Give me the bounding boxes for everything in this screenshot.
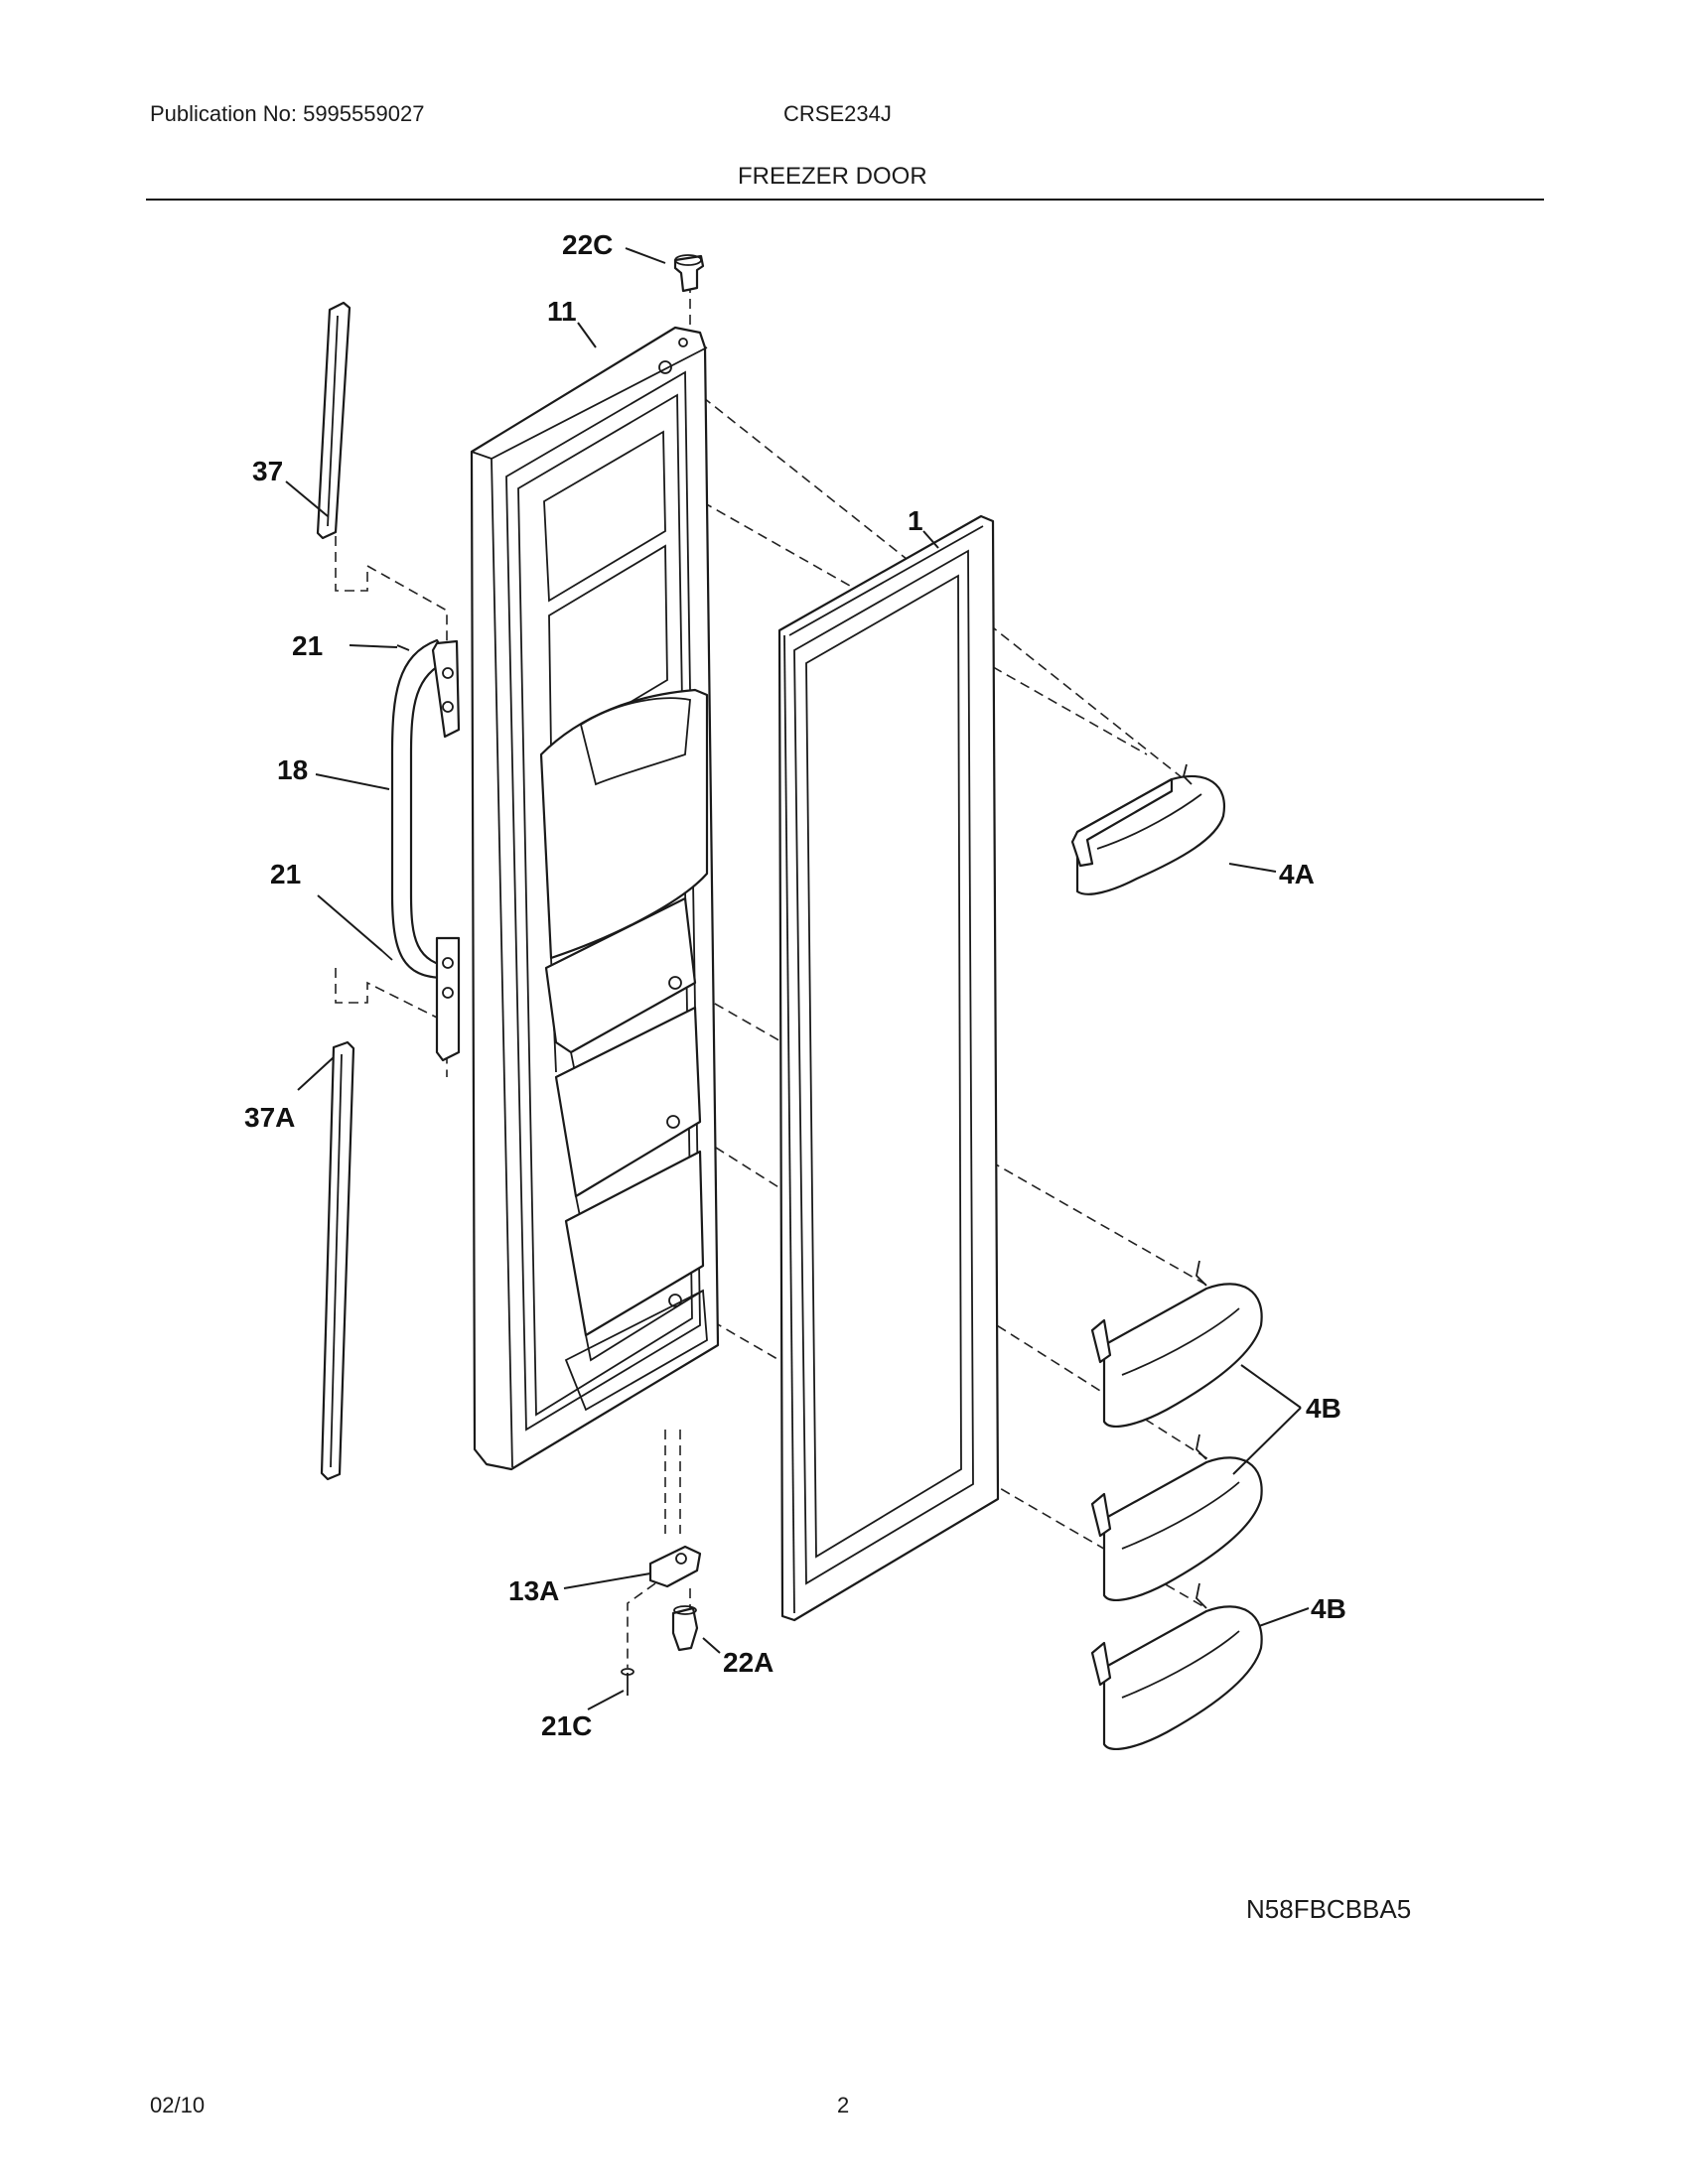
hinge-bushing-22a [671, 1605, 699, 1652]
page-title: FREEZER DOOR [738, 163, 927, 190]
callout-4a: 4A [1279, 859, 1315, 889]
door-bin-4a [1070, 763, 1226, 895]
model-number: CRSE234J [783, 101, 892, 126]
callout-18: 18 [277, 754, 308, 785]
header-rule [146, 199, 1544, 201]
callout-22a: 22A [723, 1647, 774, 1678]
callout-11: 11 [547, 296, 577, 327]
callout-37: 37 [252, 456, 283, 486]
diagram-code: N58FBCBBA5 [1246, 1894, 1412, 1924]
screw-21-top [396, 644, 410, 651]
page-number: 2 [837, 2093, 850, 2117]
hinge-bushing-22c [673, 254, 705, 293]
trim-strip-37a [320, 1040, 355, 1481]
callout-21-bottom: 21 [270, 859, 301, 889]
door-shell-11 [470, 326, 720, 1471]
door-bin-4b-top [1090, 1260, 1263, 1428]
callout-4b-upper: 4B [1306, 1393, 1341, 1424]
door-handle-18 [390, 638, 461, 1062]
hinge-bracket-13a [648, 1545, 702, 1588]
assembly-guide-lines [335, 283, 1217, 1668]
trim-strip-37 [316, 301, 352, 540]
callout-21-top: 21 [292, 630, 323, 661]
callout-22c: 22C [562, 229, 613, 260]
callout-13a: 13A [508, 1575, 559, 1606]
leader-lines [285, 247, 1310, 1710]
screw-21-bottom [381, 950, 393, 961]
door-gasket-1 [777, 514, 1000, 1622]
publication-number: Publication No: 5995559027 [150, 101, 425, 126]
screw-21c [621, 1668, 634, 1696]
door-bin-4b-bottom [1090, 1582, 1263, 1750]
callout-37a: 37A [244, 1102, 295, 1133]
callout-4b-lower: 4B [1311, 1593, 1346, 1624]
publication-date: 02/10 [150, 2093, 206, 2117]
door-bin-4b-middle [1090, 1433, 1263, 1601]
callout-21c: 21C [541, 1710, 592, 1741]
callout-1: 1 [908, 505, 923, 536]
